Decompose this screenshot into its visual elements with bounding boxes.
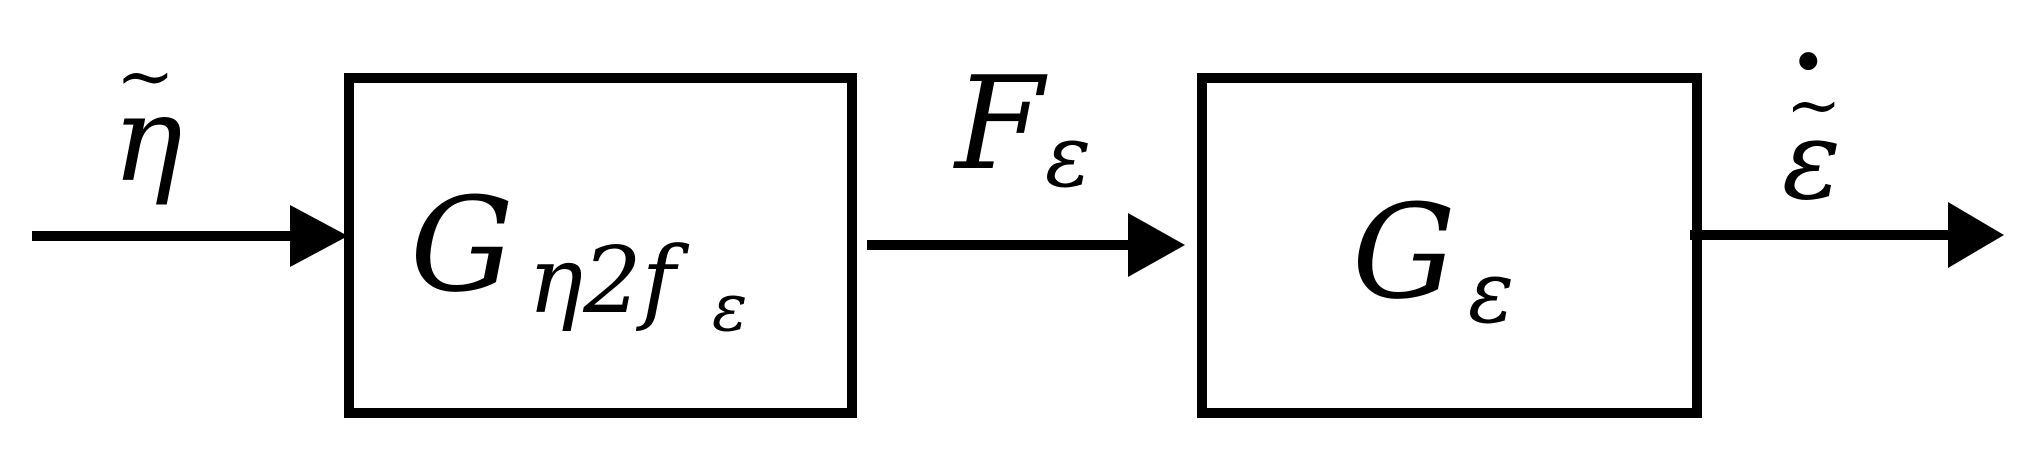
input-tilde: ~: [116, 35, 175, 117]
input-symbol: η: [112, 70, 183, 208]
block2-main: G: [1352, 176, 1456, 328]
block2-subscript: ε: [1468, 243, 1514, 343]
output-dot: •: [1790, 26, 1827, 99]
block2-frame: [1197, 73, 1702, 418]
block-g-eta2f-epsilon: G η2f ε: [344, 73, 857, 418]
middle-subscript: ε: [1045, 107, 1091, 207]
input-signal-label: ~ η: [112, 35, 183, 208]
output-signal-label: • ~ ε: [1782, 26, 1841, 224]
output-symbol: ε: [1782, 96, 1841, 224]
output-arrow: [1690, 202, 2004, 268]
block-g-epsilon: G ε: [1197, 73, 1702, 418]
block1-subsubscript: ε: [712, 269, 747, 346]
block1-main: G: [410, 169, 514, 321]
block1-frame: [344, 73, 857, 418]
block1-subscript: η2f: [528, 227, 690, 334]
middle-signal-label: F ε: [953, 50, 1091, 207]
input-arrow: [32, 205, 348, 267]
middle-arrow: [867, 213, 1185, 277]
middle-main: F: [953, 50, 1048, 199]
output-tilde: ~: [1786, 67, 1841, 144]
